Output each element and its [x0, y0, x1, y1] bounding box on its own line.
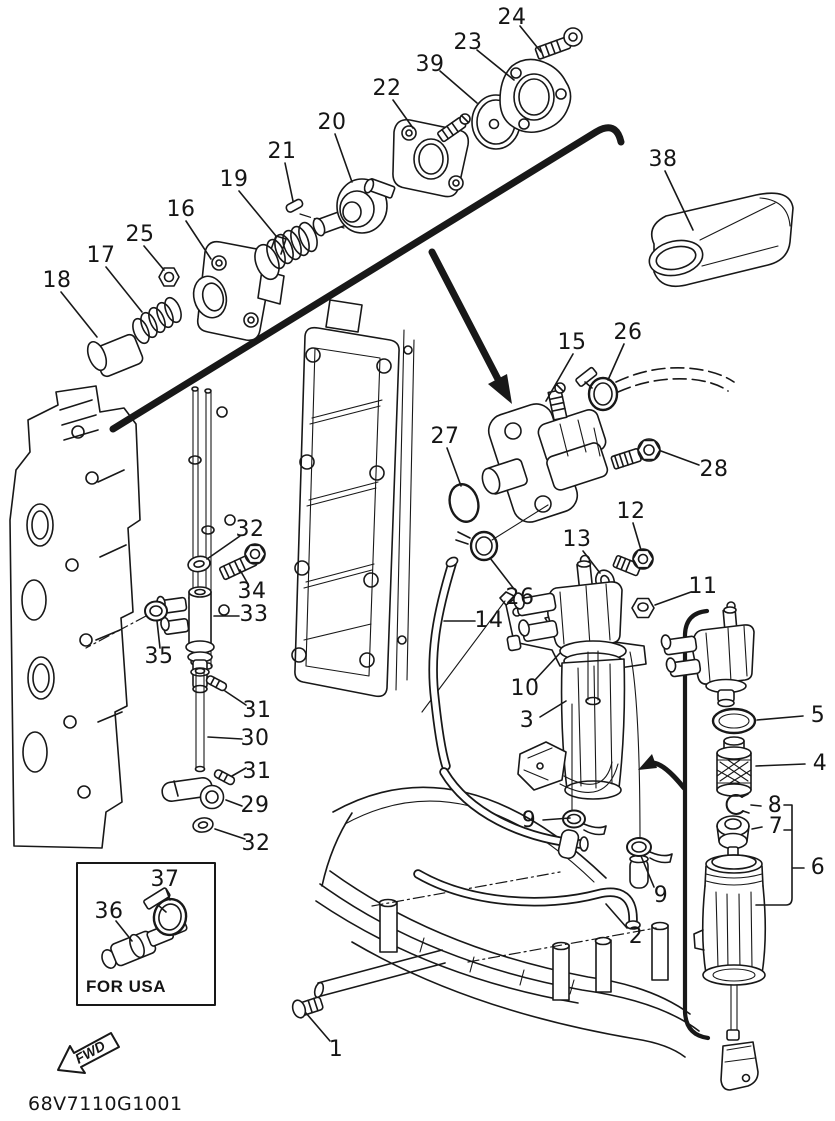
o-ring-27	[448, 483, 480, 523]
valve-cover	[291, 299, 415, 698]
part-callout-37-40: 37	[150, 867, 180, 892]
part-callout-1-0: 1	[328, 1037, 344, 1062]
part-callout-11-11: 11	[688, 574, 718, 599]
part-callout-19-19: 19	[219, 167, 249, 192]
intake-silencer	[648, 192, 794, 288]
part-callout-17-17: 17	[86, 243, 116, 268]
part-callout-12-12: 12	[616, 499, 646, 524]
engine-block-left	[9, 385, 141, 849]
part-callout-34-37: 34	[237, 579, 267, 604]
fwd-arrow	[57, 1032, 120, 1074]
fuel-hoses	[413, 504, 641, 930]
part-callout-5-4: 5	[810, 703, 826, 728]
part-callout-39-42: 39	[415, 52, 445, 77]
part-callout-31-33: 31	[242, 759, 272, 784]
separator-line	[109, 124, 625, 433]
part-callout-36-39: 36	[94, 899, 124, 924]
part-callout-10-10: 10	[510, 676, 540, 701]
link-rod-group	[161, 667, 236, 833]
part-callout-16-16: 16	[166, 197, 196, 222]
part-callout-13-13: 13	[562, 527, 592, 552]
part-callout-26-26: 26	[613, 320, 643, 345]
part-callout-24-24: 24	[497, 5, 527, 30]
regulator-parts	[86, 27, 583, 378]
part-callout-33-36: 33	[239, 602, 269, 627]
part-callout-9-8: 9	[521, 808, 537, 833]
part-callout-32-35: 32	[241, 831, 271, 856]
part-callout-32-34: 32	[235, 517, 265, 542]
part-callout-29-30: 29	[240, 793, 270, 818]
part-callout-21-21: 21	[267, 139, 297, 164]
part-callout-26-27: 26	[505, 585, 535, 610]
part-callout-8-7: 8	[767, 793, 783, 818]
part-callout-22-22: 22	[372, 76, 402, 101]
bolt-28	[610, 438, 661, 470]
for-usa-box	[76, 862, 216, 1006]
part-callout-18-18: 18	[42, 268, 72, 293]
part-callout-28-29: 28	[699, 457, 729, 482]
part-callout-20-20: 20	[317, 110, 347, 135]
part-callout-2-1: 2	[628, 924, 644, 949]
fuel-pump-3	[506, 554, 641, 843]
for-usa-label: FOR USA	[86, 977, 166, 996]
part-callout-25-25: 25	[125, 222, 155, 247]
inset-filter-assembly	[638, 601, 767, 1091]
part-callout-23-23: 23	[453, 30, 483, 55]
joint-33-group	[85, 543, 266, 694]
part-callout-31-32: 31	[242, 698, 272, 723]
part-callout-30-31: 30	[240, 726, 270, 751]
fuel-pump-15	[481, 366, 735, 523]
part-callout-6-5: 6	[810, 855, 826, 880]
pointer-arrow	[428, 248, 512, 404]
part-callout-4-3: 4	[812, 751, 828, 776]
part-callout-27-28: 27	[430, 424, 460, 449]
part-callout-9-9: 9	[653, 883, 669, 908]
leader-lines	[60, 25, 806, 1042]
part-callout-38-41: 38	[648, 147, 678, 172]
part-callout-14-14: 14	[474, 608, 504, 633]
hose-clamps-9	[557, 809, 673, 889]
part-callout-3-2: 3	[519, 708, 535, 733]
part-callout-35-38: 35	[144, 644, 174, 669]
part-callout-7-6: 7	[768, 814, 784, 839]
diagram-code: 68V7110G1001	[28, 1093, 183, 1115]
part-callout-15-15: 15	[557, 330, 587, 355]
